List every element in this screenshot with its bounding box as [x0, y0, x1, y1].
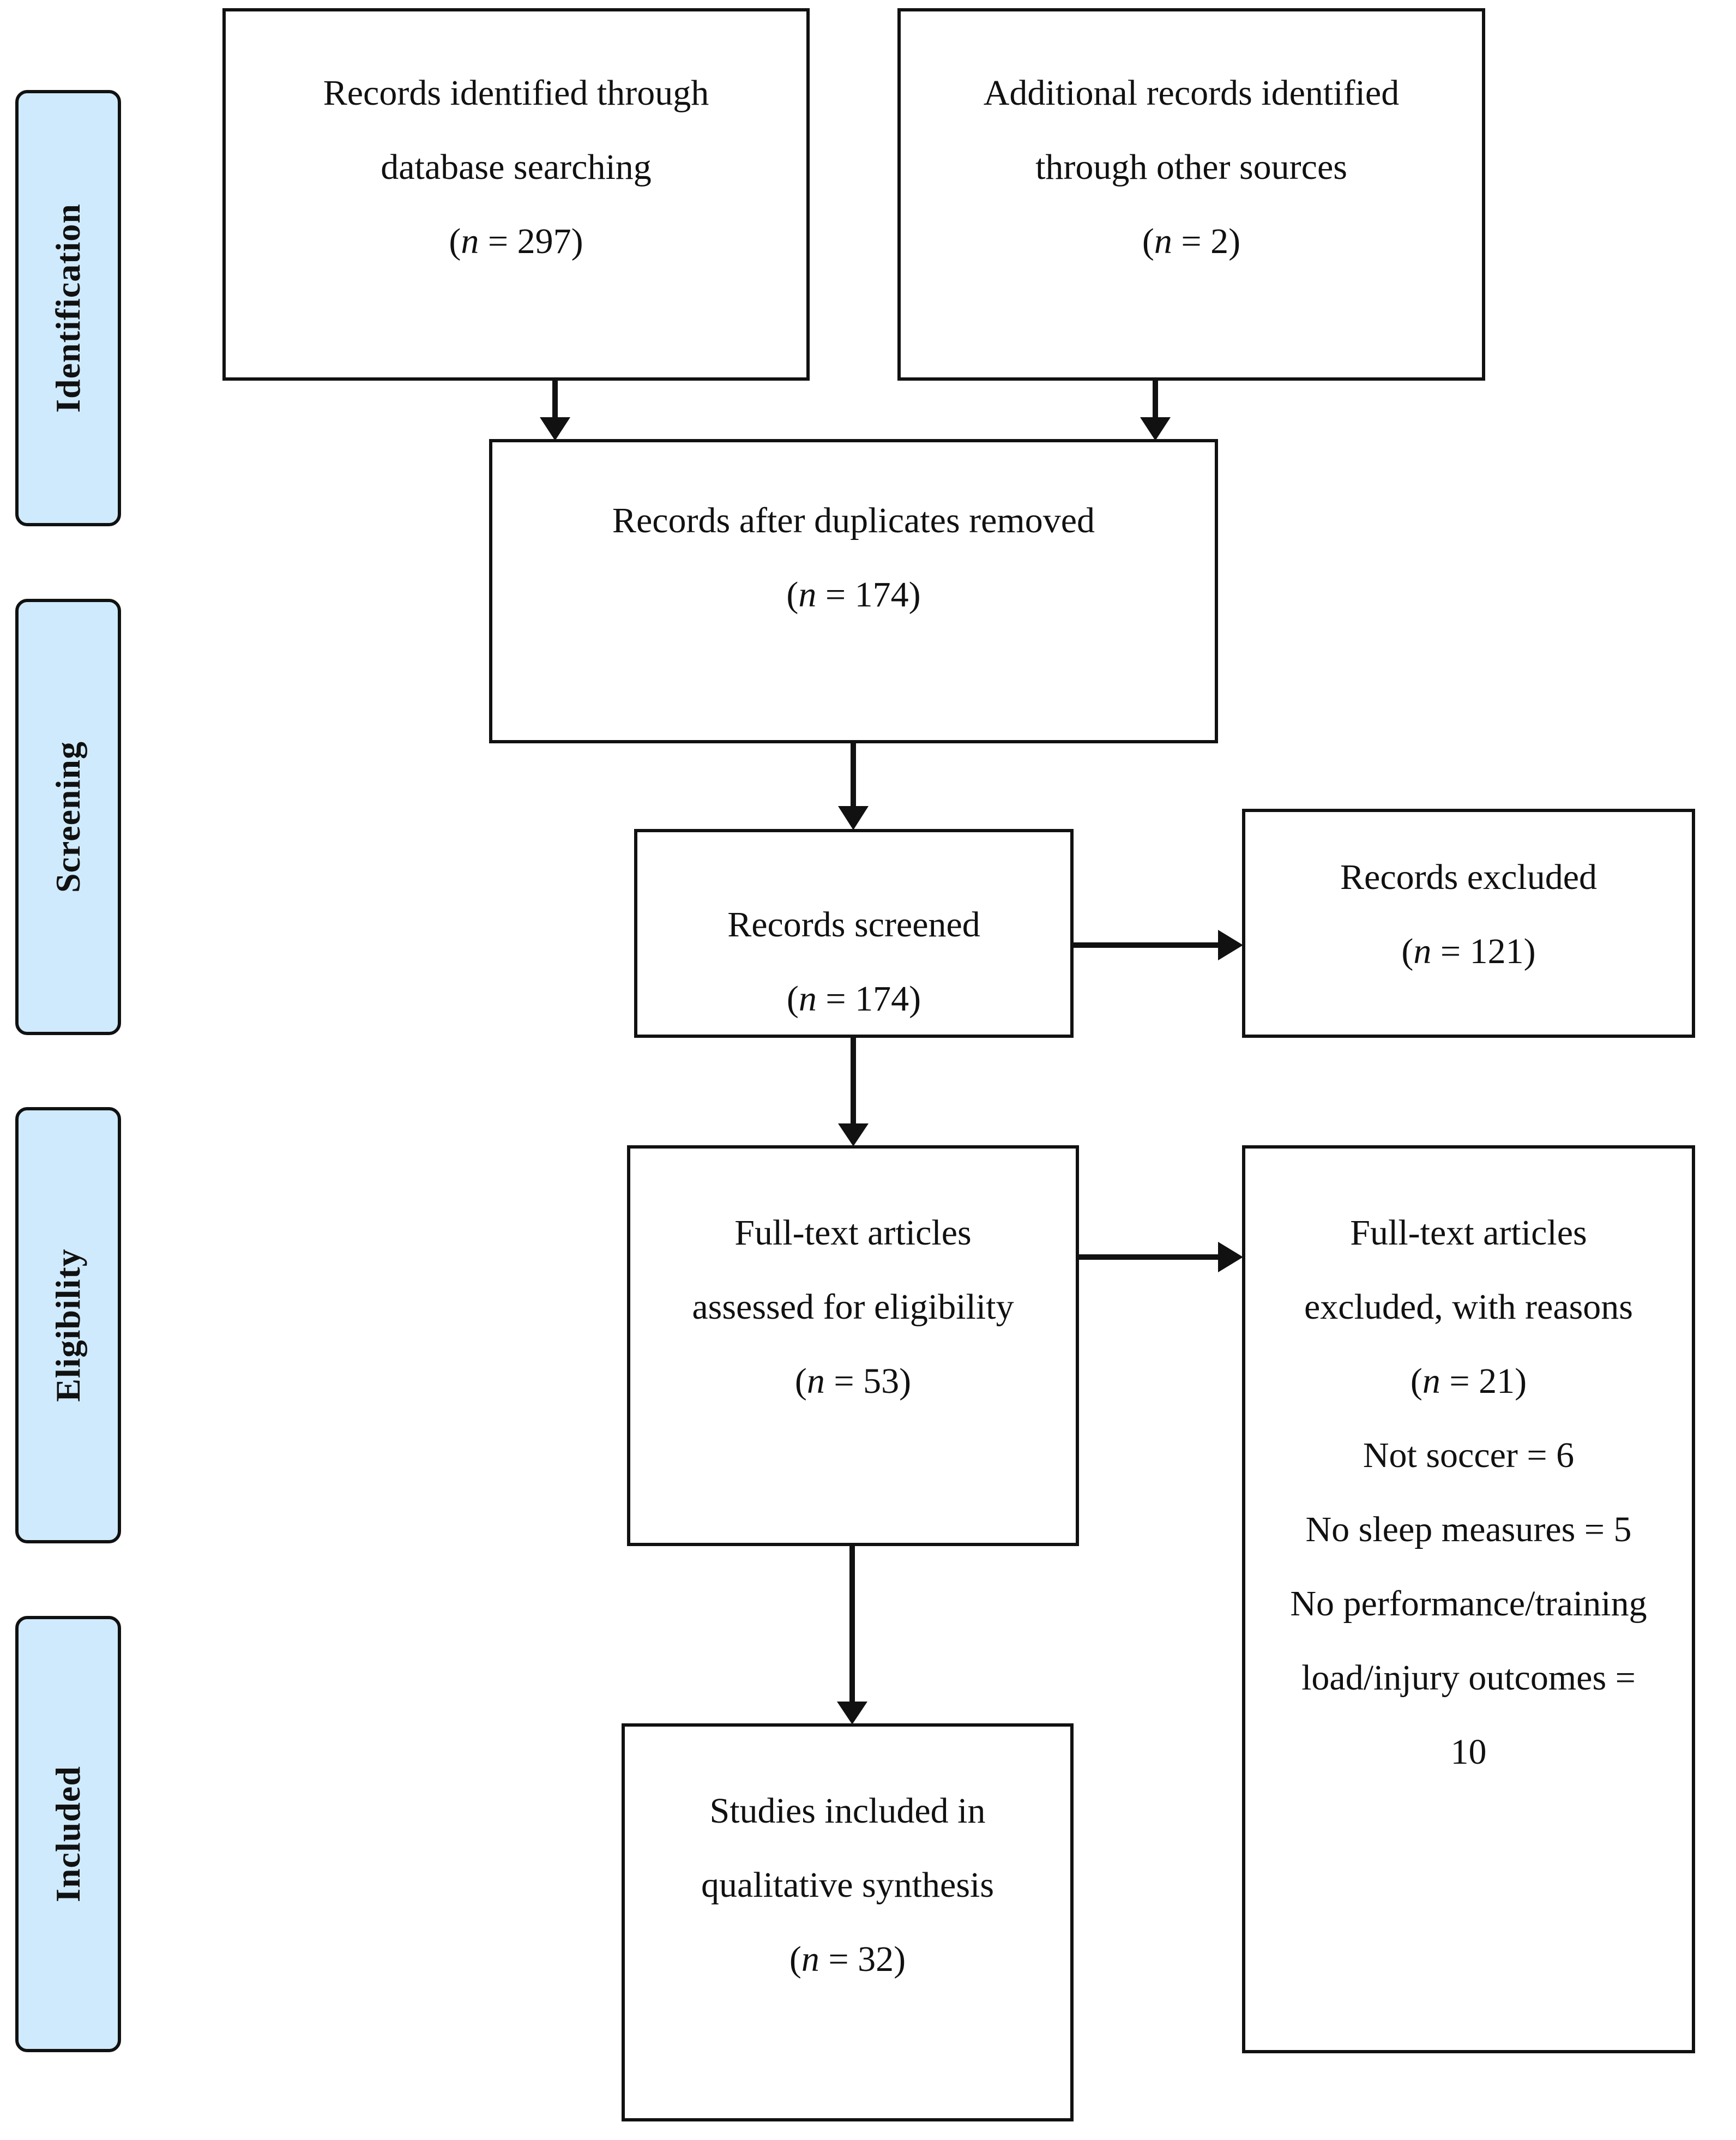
box-other-sources-line1: Additional records identified	[983, 73, 1400, 113]
box-excluded-line1: Records excluded	[1340, 857, 1597, 897]
box-screened-count: (n = 174)	[786, 979, 921, 1019]
box-fulltext-excluded: Full-text articles excluded, with reason…	[1242, 1145, 1695, 2053]
box-fulltext-excluded-count: (n = 21)	[1410, 1361, 1527, 1401]
box-fulltext-assessed-line1: Full-text articles	[734, 1213, 972, 1253]
box-included-line2: qualitative synthesis	[701, 1865, 994, 1905]
phase-eligibility: Eligibility	[15, 1107, 121, 1543]
box-duplicates-count: (n = 174)	[786, 575, 921, 615]
box-database-line2: database searching	[381, 147, 652, 187]
box-excluded-count: (n = 121)	[1401, 931, 1536, 971]
box-other-sources-line2: through other sources	[1035, 147, 1347, 187]
arrow-database-to-duplicates	[552, 381, 558, 419]
phase-identification: Identification	[15, 90, 121, 526]
box-included-studies: Studies included in qualitative synthesi…	[622, 1723, 1074, 2121]
box-other-sources-count: (n = 2)	[1142, 221, 1241, 261]
box-records-excluded: Records excluded (n = 121)	[1242, 809, 1695, 1038]
arrow-fulltext-to-included	[849, 1546, 855, 1703]
arrow-fulltext-to-excluded	[1079, 1254, 1220, 1260]
box-database-count: (n = 297)	[449, 221, 583, 261]
exclusion-reason-5: 10	[1450, 1732, 1487, 1772]
box-duplicates-text: Records after duplicates removed (n = 17…	[489, 439, 1218, 632]
phase-screening: Screening	[15, 599, 121, 1035]
box-fulltext-excluded-line1: Full-text articles	[1350, 1213, 1587, 1253]
phase-included: Included	[15, 1616, 121, 2052]
box-database-line1: Records identified through	[323, 73, 709, 113]
box-duplicates-removed	[489, 439, 1218, 743]
box-other-sources: Additional records identified through ot…	[897, 8, 1485, 381]
exclusion-reason-2: No sleep measures = 5	[1305, 1510, 1632, 1549]
box-database-records: Records identified through database sear…	[222, 8, 810, 381]
exclusion-reason-1: Not soccer = 6	[1363, 1435, 1575, 1475]
arrow-other-to-duplicates	[1153, 381, 1158, 419]
box-records-screened: Records screened (n = 174)	[634, 829, 1074, 1038]
arrow-screened-to-excluded	[1074, 942, 1220, 948]
arrow-duplicates-to-screened	[851, 743, 856, 808]
box-fulltext-excluded-line2: excluded, with reasons	[1304, 1287, 1633, 1327]
box-fulltext-assessed-count: (n = 53)	[794, 1361, 912, 1401]
box-included-count: (n = 32)	[789, 1939, 906, 1979]
exclusion-reason-3: No performance/training	[1290, 1584, 1647, 1624]
box-screened-line1: Records screened	[727, 905, 980, 945]
box-fulltext-assessed-line2: assessed for eligibility	[692, 1287, 1014, 1327]
box-included-line1: Studies included in	[709, 1791, 986, 1831]
box-fulltext-assessed: Full-text articles assessed for eligibil…	[627, 1145, 1079, 1546]
box-duplicates-line1: Records after duplicates removed	[612, 501, 1095, 540]
arrow-screened-to-fulltext	[851, 1038, 856, 1125]
exclusion-reason-4: load/injury outcomes =	[1301, 1658, 1636, 1698]
